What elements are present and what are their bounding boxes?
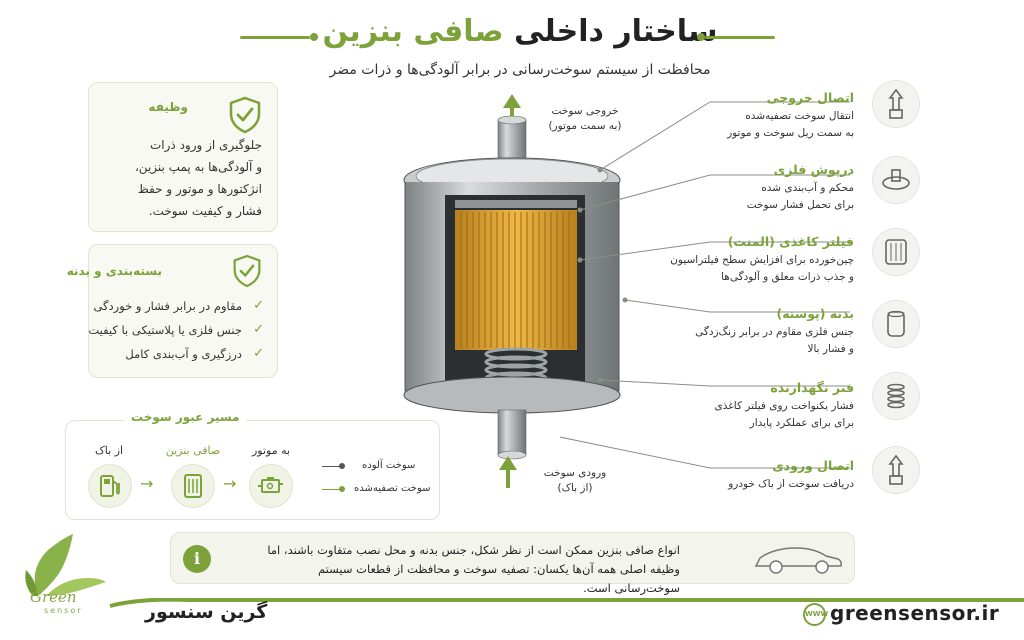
list-item: ✓مقاوم در برابر فشار و خوردگی <box>84 294 264 318</box>
check-icon: ✓ <box>253 346 264 361</box>
page-title: ساختار داخلی صافی بنزین <box>240 14 800 49</box>
legend-clean-dot <box>339 486 345 492</box>
filter-element-icon <box>171 464 215 508</box>
fuel-path-title: مسیر عبور سوخت <box>125 410 246 424</box>
part-title: بدنه (پوسته) <box>776 306 854 321</box>
from-tank-label: از باک <box>94 444 124 457</box>
legend-dirty-label: سوخت آلوده <box>362 460 416 471</box>
filter-step-label: صافی بنزین <box>165 444 221 457</box>
footer-band <box>100 598 1024 640</box>
arrow-right-icon: → <box>140 474 154 493</box>
function-line: انژکتورها و موتور و حفظ <box>137 182 262 196</box>
legend-clean-label: سوخت تصفیه‌شده <box>354 483 431 494</box>
leader-lines <box>560 101 850 469</box>
page-subtitle: محافظت از سیستم سوخت‌رسانی در برابر آلود… <box>329 62 711 78</box>
title-decor-right <box>705 36 775 39</box>
title-decor-dot-left <box>310 33 318 41</box>
note-text: انواع صافی بنزین ممکن است از نظر شکل، جن… <box>267 543 680 595</box>
function-card <box>88 82 278 232</box>
title-decor-left <box>240 36 310 39</box>
body-card <box>88 244 278 378</box>
legend-clean-line <box>322 489 342 490</box>
function-line: و آلودگی‌ها به پمپ بنزین، <box>134 160 262 174</box>
check-icon: ✓ <box>253 322 264 337</box>
title-accent: صافی بنزین <box>322 14 504 49</box>
function-line: فشار و کیفیت سوخت. <box>148 204 262 218</box>
body-card-title: بسته‌بندی و بدنه <box>66 264 162 278</box>
info-icon: i <box>183 545 211 573</box>
green-sensor-logo <box>25 534 106 596</box>
list-item: ✓درزگیری و آب‌بندی کامل <box>84 342 264 366</box>
fuel-filter-cutaway <box>403 94 621 488</box>
brand-name: گرین سنسور <box>145 601 268 623</box>
list-item: ✓جنس فلزی یا پلاستیکی با کیفیت <box>84 318 264 342</box>
legend-dirty-line <box>322 466 342 467</box>
outlet-connector-icon <box>872 80 920 128</box>
fuel-path-panel <box>65 420 440 520</box>
logo-word: Green <box>30 588 77 606</box>
title-main: ساختار داخلی <box>514 14 718 49</box>
legend-dirty-dot <box>339 463 345 469</box>
title-decor-dot-right <box>697 33 705 41</box>
function-card-title: وظیفه <box>148 100 188 114</box>
check-icon: ✓ <box>253 298 264 313</box>
shield-check-icon <box>233 254 261 288</box>
metal-cap-icon <box>872 156 920 204</box>
housing-icon <box>872 300 920 348</box>
body-feature-list: ✓مقاوم در برابر فشار و خوردگی ✓جنس فلزی … <box>84 294 264 366</box>
outlet-label: خروجی سوخت (به سمت موتور) <box>548 105 622 132</box>
inlet-label: ورودی سوخت (از باک) <box>543 467 607 494</box>
part-title: فنر نگهدارنده <box>770 380 854 395</box>
inlet-connector-icon <box>872 446 920 494</box>
engine-icon <box>249 464 293 508</box>
part-title: اتصال ورودی <box>772 458 854 473</box>
website-link[interactable]: greensensor.ir <box>830 601 1000 625</box>
car-icon <box>754 547 842 574</box>
arrow-right-icon: → <box>223 474 237 493</box>
part-title: درپوش فلزی <box>773 162 854 177</box>
function-card-text: جلوگیری از ورود ذرات و آلودگی‌ها به پمپ … <box>92 134 262 222</box>
paper-element-icon <box>872 228 920 276</box>
fuel-pump-icon <box>88 464 132 508</box>
logo-sub: sensor <box>44 606 83 615</box>
note-panel <box>170 532 855 584</box>
shield-check-icon <box>229 96 261 134</box>
part-title: اتصال خروجی <box>766 90 854 105</box>
function-line: جلوگیری از ورود ذرات <box>149 138 262 152</box>
www-badge: WWW <box>803 603 828 626</box>
spring-icon <box>872 372 920 420</box>
part-desc: دریافت سوخت از باک خودرو <box>728 478 854 490</box>
part-title: فیلتر کاغذی (المنت) <box>727 234 854 249</box>
to-engine-label: به موتور <box>251 444 291 457</box>
